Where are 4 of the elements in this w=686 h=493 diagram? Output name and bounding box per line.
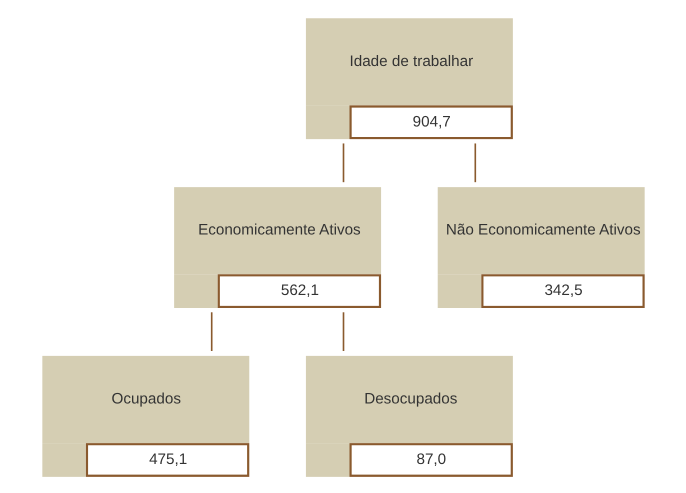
connector xyxy=(342,142,344,182)
connector xyxy=(342,312,344,350)
connector xyxy=(210,312,212,350)
connector xyxy=(474,142,476,182)
